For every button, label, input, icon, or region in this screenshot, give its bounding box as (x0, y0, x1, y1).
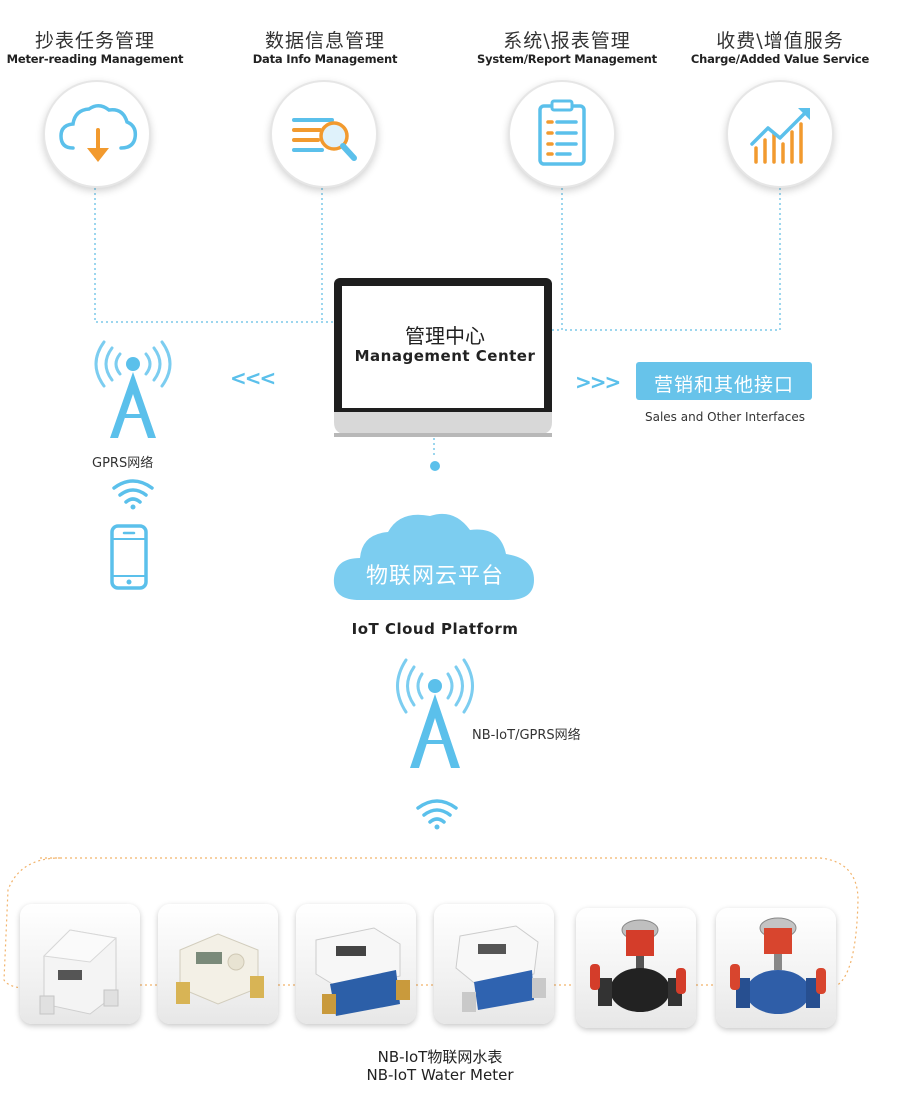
nb-iot-network-label: NB-IoT/GPRS网络 (472, 728, 581, 743)
water-meter-caption-zh: NB-IoT物联网水表 (377, 1048, 503, 1066)
module-title-en: Meter-reading Management (6, 52, 184, 66)
water-meter-caption-en: NB-IoT Water Meter (366, 1066, 514, 1084)
module-data-info-title: 数据信息管理 Data Info Management (230, 30, 420, 66)
monitor-icon (334, 278, 552, 437)
module-meter-reading-title: 抄表任务管理 Meter-reading Management (0, 30, 190, 66)
wifi-icon (416, 799, 458, 830)
water-meter-photo-4 (434, 904, 554, 1024)
module-title-en: System/Report Management (477, 52, 657, 66)
sales-interface-en: Sales and Other Interfaces (644, 410, 805, 424)
module-title-zh: 收费\增值服务 (716, 30, 844, 52)
module-meter-reading-circle (43, 80, 151, 188)
cloud-platform-en: IoT Cloud Platform (351, 620, 519, 638)
management-center-en: Management Center (354, 347, 536, 365)
module-system-report-title: 系统\报表管理 System/Report Management (462, 30, 672, 66)
right-arrows: >>> (575, 370, 621, 394)
water-meter-photo-5 (576, 908, 696, 1028)
sales-interface-box: 营销和其他接口 (636, 362, 812, 400)
module-charge-service-title: 收费\增值服务 Charge/Added Value Service (680, 30, 880, 66)
water-meter-photo-6 (716, 908, 836, 1028)
module-title-zh: 系统\报表管理 (503, 30, 631, 52)
radio-tower-icon (94, 340, 172, 438)
module-title-en: Data Info Management (252, 52, 398, 66)
module-title-zh: 抄表任务管理 (34, 30, 155, 52)
water-meter-photo-1 (20, 904, 140, 1024)
sales-interface-zh: 营销和其他接口 (653, 374, 794, 396)
module-title-zh: 数据信息管理 (264, 30, 385, 52)
cloud-icon (333, 513, 534, 600)
module-system-report-circle (508, 80, 616, 188)
wifi-icon (112, 479, 154, 510)
left-arrows: <<< (230, 366, 276, 390)
cloud-platform-zh: 物联网云平台 (365, 564, 504, 589)
data-search-icon (292, 118, 357, 161)
clipboard-report-icon (538, 99, 586, 166)
gprs-network-label: GPRS网络 (92, 456, 154, 471)
module-charge-service-circle (726, 80, 834, 188)
cloud-download-icon (59, 104, 138, 162)
module-title-en: Charge/Added Value Service (690, 52, 870, 66)
module-data-info-circle (270, 80, 378, 188)
smartphone-icon (110, 524, 148, 590)
water-meter-photo-2 (158, 904, 278, 1024)
management-center-zh: 管理中心 (405, 324, 485, 348)
growth-chart-icon (750, 108, 810, 164)
connector-dot (430, 461, 440, 471)
nb-iot-tower-icon (396, 658, 474, 768)
water-meter-photo-3 (296, 904, 416, 1024)
